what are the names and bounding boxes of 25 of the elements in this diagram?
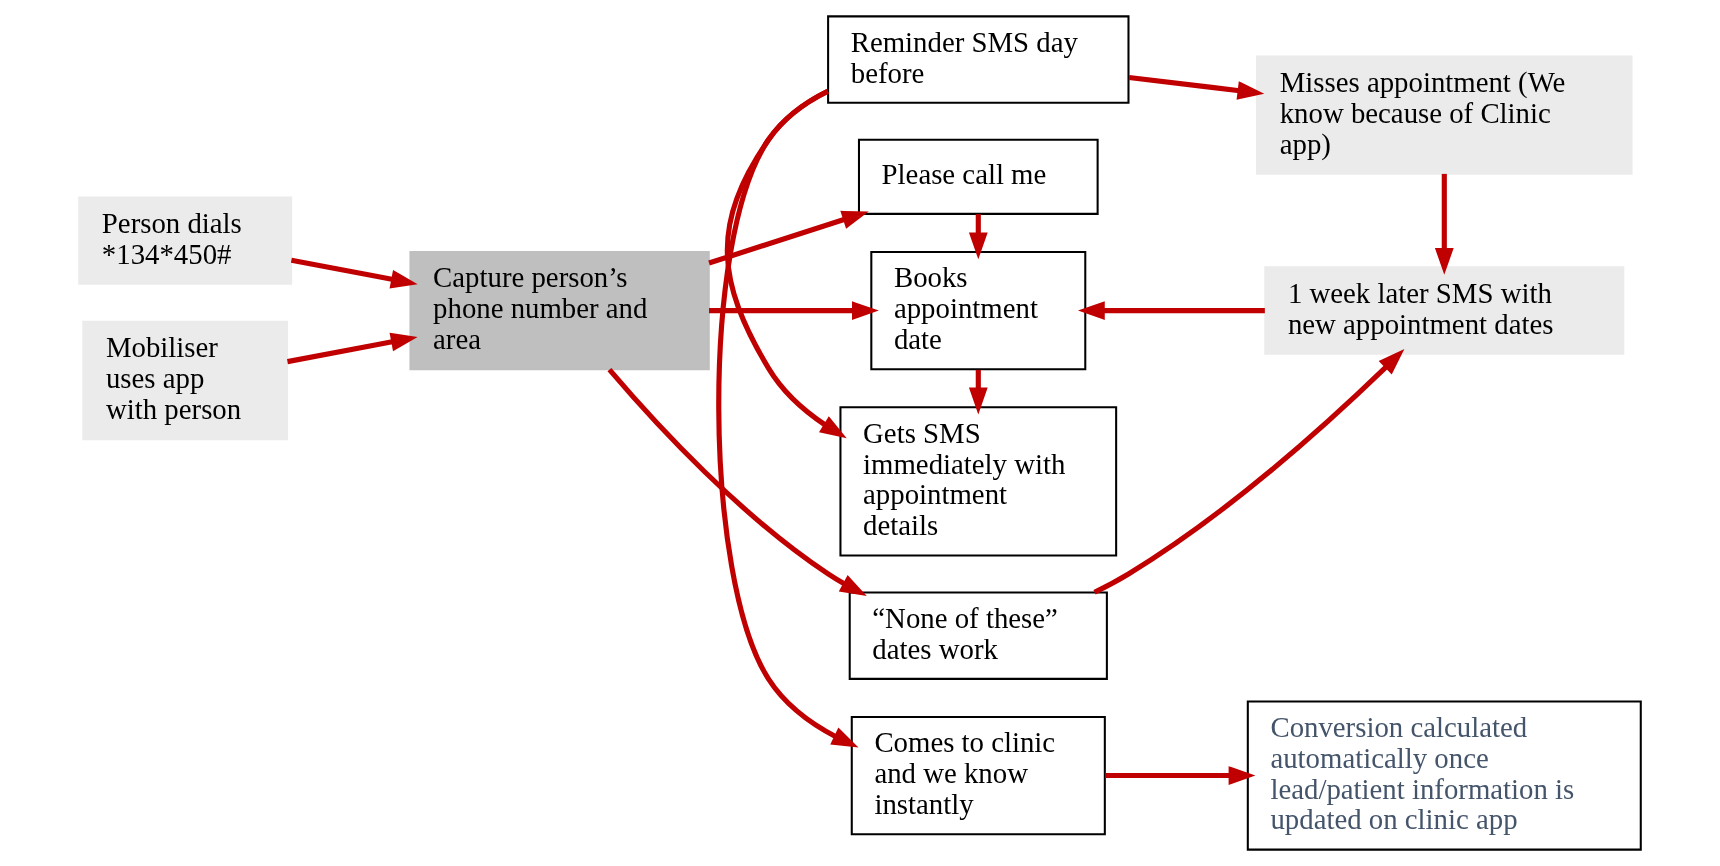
- arrow: [968, 369, 988, 415]
- node-box: Capture person’s phone number and area: [409, 250, 710, 371]
- node-box: Comes to clinic and we know instantly: [850, 715, 1106, 836]
- node-box: Person dials *134*450#: [78, 196, 293, 285]
- node-box: Misses appointment (We know because of Clinic app): [1256, 55, 1633, 175]
- node-box: Conversion calculated automatically once lead/patient information is updated on clinic app: [1246, 700, 1642, 851]
- node-box: Books appointment date: [870, 250, 1087, 371]
- node-box: Reminder SMS day before: [827, 15, 1130, 104]
- node-box: 1 week later SMS with new appointment dates: [1264, 266, 1625, 355]
- arrow: [286, 332, 418, 365]
- arrow: [708, 210, 869, 266]
- arrow: [1128, 74, 1265, 100]
- arrow: [1093, 349, 1405, 595]
- arrow: [709, 301, 879, 320]
- arrow: [607, 367, 867, 597]
- arrow: [968, 214, 988, 260]
- arrow: [290, 257, 418, 289]
- arrow: [1105, 766, 1256, 785]
- node-box: Gets SMS immediately with appointment details: [839, 406, 1118, 557]
- node-box: Mobiliser uses app with person: [82, 320, 289, 441]
- arrow: [1434, 173, 1454, 275]
- arrow: [716, 89, 859, 748]
- node-box: “None of these” dates work: [848, 591, 1108, 680]
- node-box: Please call me: [857, 138, 1099, 215]
- arrow: [1077, 301, 1265, 320]
